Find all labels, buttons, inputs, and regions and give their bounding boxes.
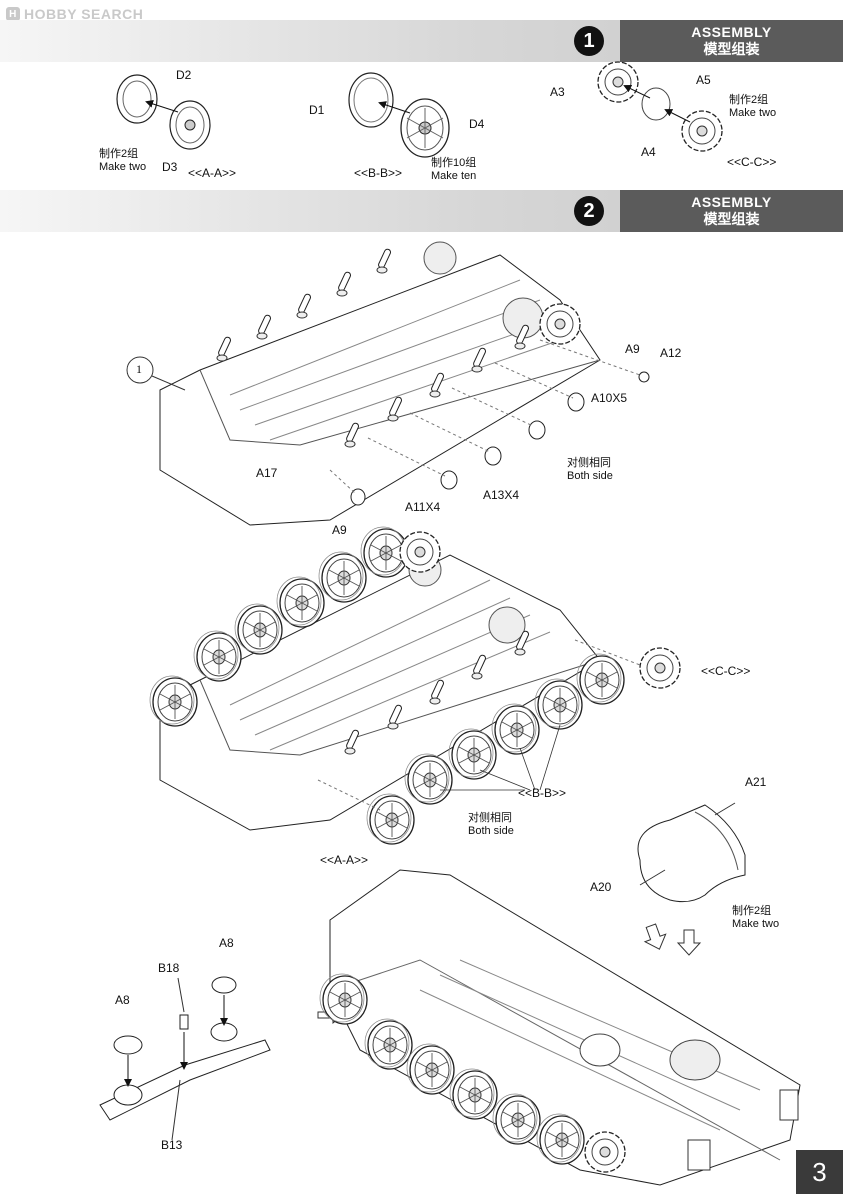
sub-assembly-c: <<C-C>> (727, 155, 777, 169)
label-d3: D3 (162, 160, 178, 174)
note-make-two-c: 制作2组 Make two (729, 94, 777, 119)
sub-assembly-b: <<B-B>> (354, 166, 403, 180)
brand-watermark: H HOBBY SEARCH (6, 6, 143, 22)
note-both-side-1: 对侧相同 Both side (567, 457, 613, 482)
label-a11x4: A11X4 (405, 500, 441, 514)
label-a17: A17 (256, 466, 278, 480)
hull-view-3 (319, 869, 801, 1186)
note-make-ten: 制作10组 Make ten (431, 157, 477, 182)
step1-title-en: ASSEMBLY (691, 24, 772, 40)
label-d4: D4 (469, 117, 485, 131)
step1-parts-a (116, 74, 211, 150)
label-a13x4: A13X4 (483, 488, 520, 502)
label-a8-top: A8 (219, 936, 234, 950)
step2-title-en: ASSEMBLY (691, 194, 772, 210)
sub-assembly-b-step2: <<B-B>> (518, 786, 567, 800)
label-a21: A21 (745, 775, 767, 789)
ref-circle-label: 1 (136, 362, 142, 376)
label-b18: B18 (158, 961, 180, 975)
step1-parts-c (597, 61, 723, 152)
label-a10x5: A10X5 (591, 391, 628, 405)
sub-assembly-a-step2: <<A-A>> (320, 853, 369, 867)
note-both-side-2: 对侧相同 Both side (468, 812, 514, 837)
step1-parts-b (348, 72, 450, 158)
hull-view-2 (149, 526, 681, 845)
step2-title-box: ASSEMBLY 模型组装 (620, 190, 843, 232)
step2-number: 2 (574, 196, 604, 226)
label-a4: A4 (641, 145, 656, 159)
brand-text: HOBBY SEARCH (24, 6, 144, 22)
brand-logo-icon: H (6, 7, 20, 21)
label-d1: D1 (309, 103, 325, 117)
label-a3: A3 (550, 85, 565, 99)
page-number: 3 (796, 1150, 843, 1194)
small-parts (99, 976, 271, 1141)
label-a9-bottom: A9 (332, 523, 347, 537)
label-b13: B13 (161, 1138, 183, 1152)
label-a5: A5 (696, 73, 711, 87)
hull-view-1 (159, 241, 650, 526)
sub-assembly-a: <<A-A>> (188, 166, 237, 180)
step2-title-cn: 模型组装 (703, 211, 760, 227)
ref-circle-shape (126, 356, 154, 384)
step1-title-box: ASSEMBLY 模型组装 (620, 20, 843, 62)
label-a9-top: A9 (625, 342, 640, 356)
note-make-two-fender: 制作2组 Make two (732, 905, 780, 930)
bb-leader-lines (440, 724, 561, 791)
label-a12: A12 (660, 346, 682, 360)
label-d2: D2 (176, 68, 192, 82)
sub-assembly-c-step2: <<C-C>> (701, 664, 751, 678)
label-a20: A20 (590, 880, 612, 894)
label-a8-left: A8 (115, 993, 130, 1007)
step1-number: 1 (574, 26, 604, 56)
fender-part (637, 802, 746, 903)
step1-title-cn: 模型组装 (703, 41, 760, 57)
note-make-two-a: 制作2组 Make two (99, 148, 147, 173)
